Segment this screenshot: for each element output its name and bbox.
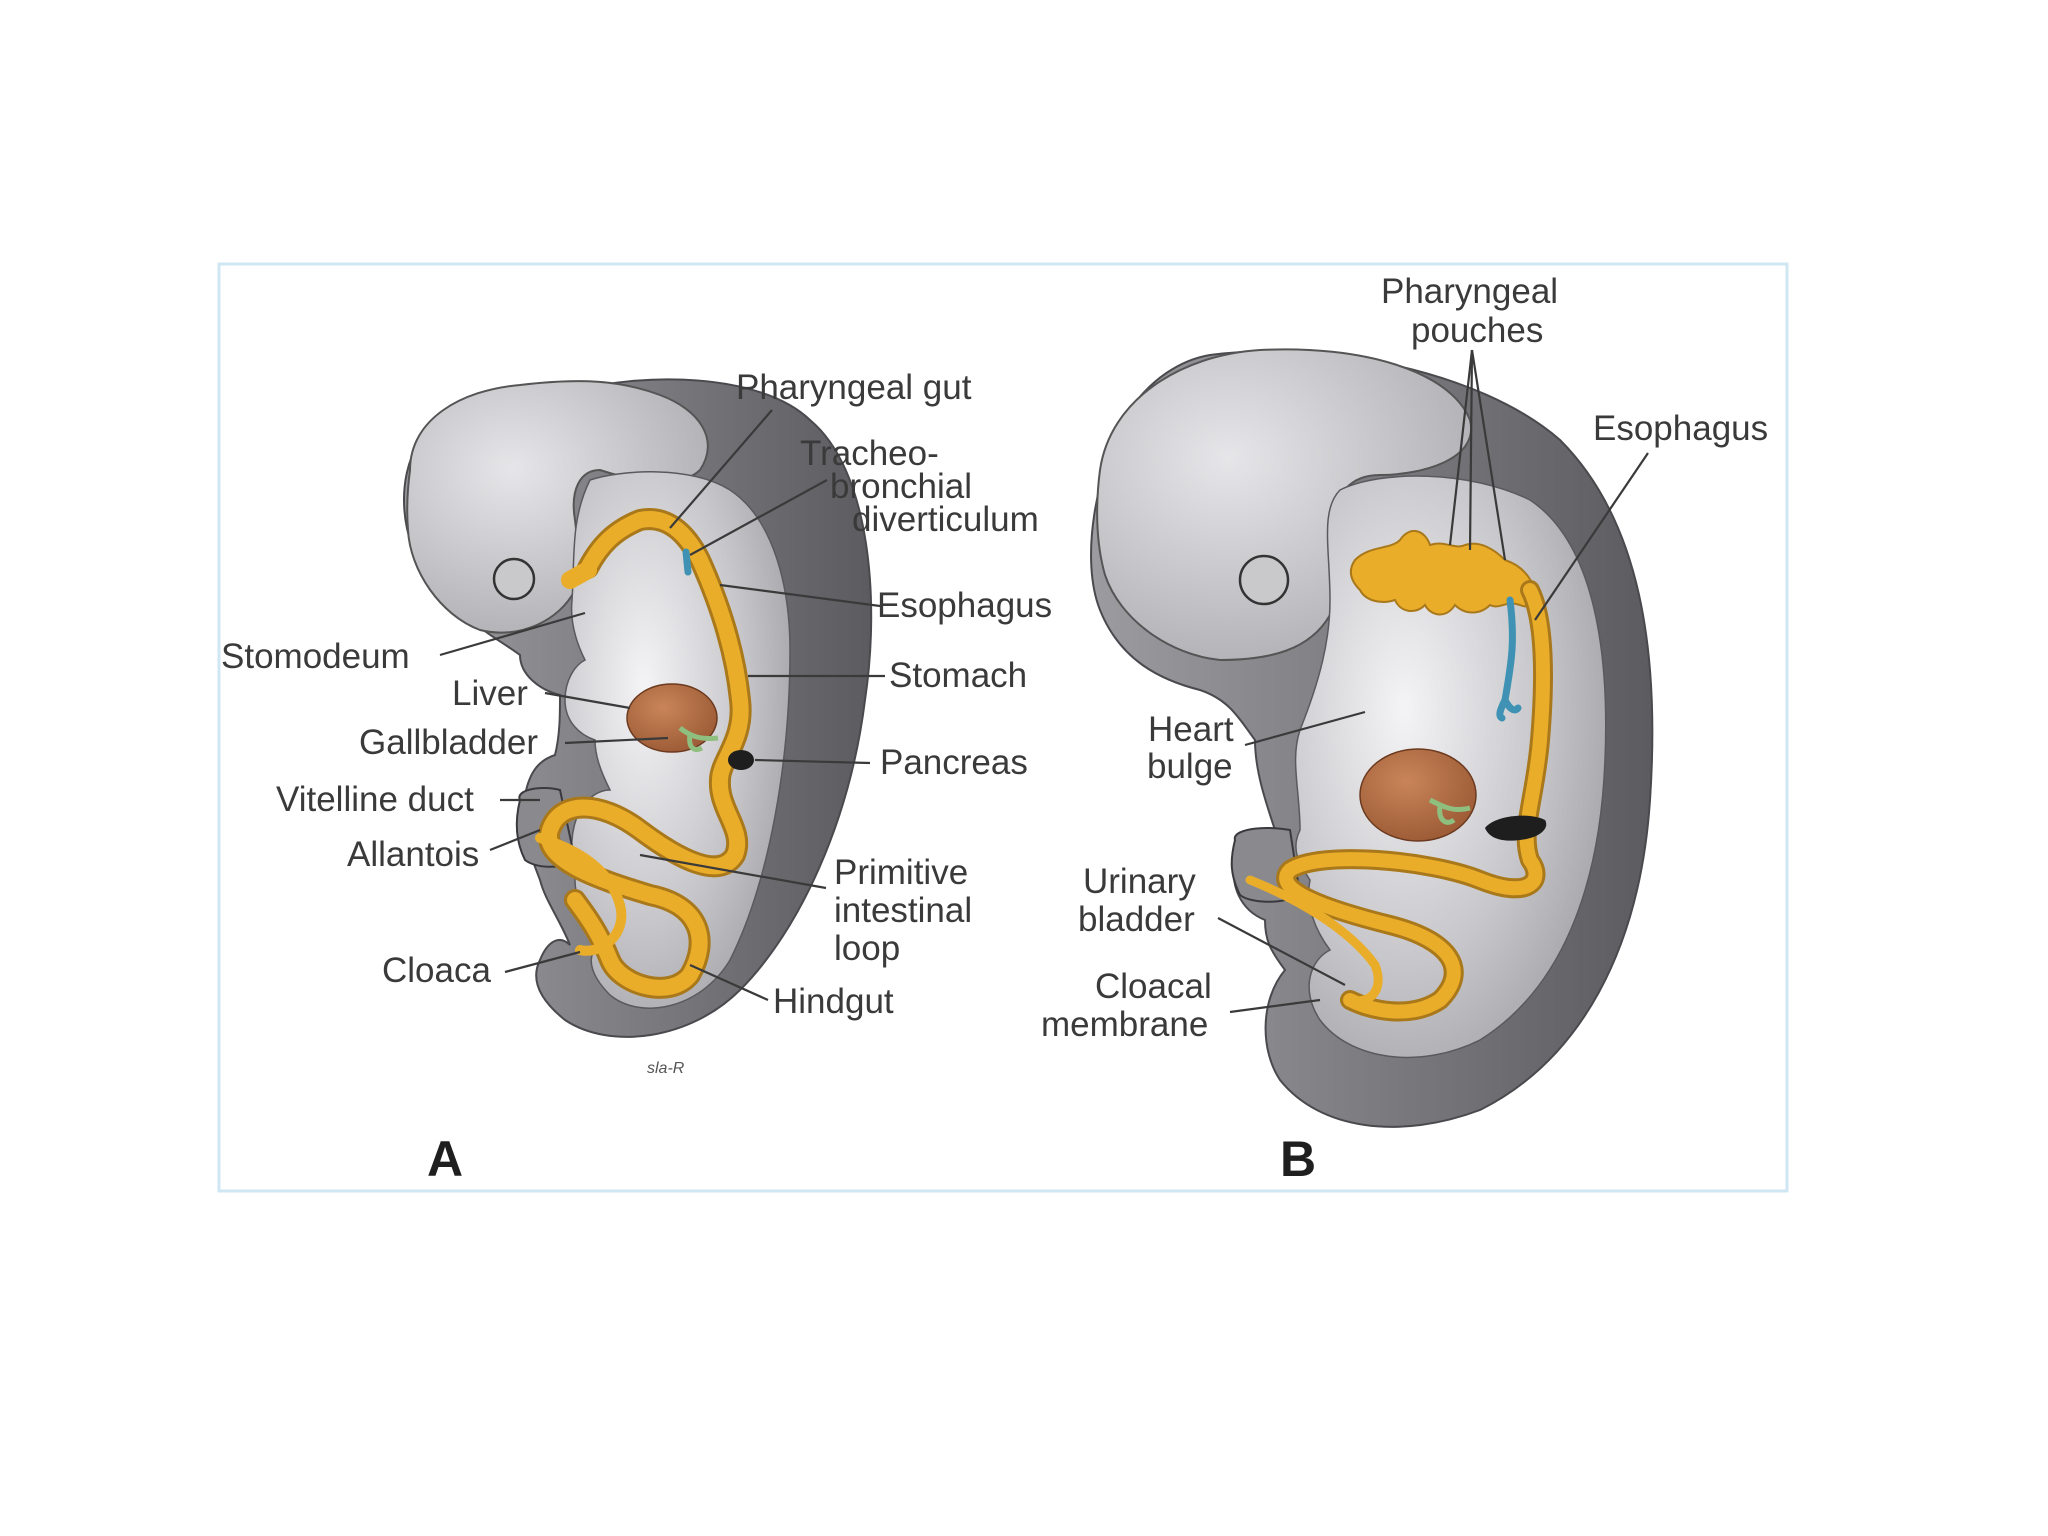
label-heart-line1: Heart <box>1148 710 1234 749</box>
panel-a-stomodeum <box>561 561 597 589</box>
panel-a-letter: A <box>427 1131 463 1187</box>
panel-a-leaders <box>439 409 885 1002</box>
label-pharyngeal-pouches-line1: Pharyngeal <box>1381 272 1558 311</box>
label-esophagus-a: Esophagus <box>877 586 1052 625</box>
label-urinary-line1: Urinary <box>1083 862 1196 901</box>
label-cloacal-line1: Cloacal <box>1095 967 1212 1006</box>
label-liver: Liver <box>452 674 528 713</box>
panel-b-pancreas <box>1485 815 1547 841</box>
panel-a-allantois <box>535 833 627 956</box>
label-primitive-line1: Primitive <box>834 853 968 892</box>
panel-a-signature: sla-R <box>647 1060 685 1077</box>
label-pancreas: Pancreas <box>880 743 1028 782</box>
panel-b-leaders <box>1217 349 1649 1014</box>
panel-a <box>403 378 873 1038</box>
label-cloacal-line2: membrane <box>1041 1005 1208 1044</box>
label-tracheo-line1: Tracheo- <box>800 434 939 473</box>
label-allantois: Allantois <box>347 835 479 874</box>
panel-a-eye <box>492 557 536 601</box>
panel-b-gallbladder <box>1428 797 1471 825</box>
panel-a-gallbladder <box>678 726 719 752</box>
panel-b-liver <box>1359 748 1477 842</box>
label-stomodeum: Stomodeum <box>221 637 410 676</box>
panel-a-liver <box>626 683 718 753</box>
label-urinary-line2: bladder <box>1078 900 1195 939</box>
panel-a-diverticulum <box>682 548 692 576</box>
panel-b-trachea <box>1496 596 1522 722</box>
label-heart-line2: bulge <box>1147 747 1233 786</box>
panel-b-gut <box>1279 583 1550 1019</box>
label-vitelline-duct: Vitelline duct <box>276 780 474 819</box>
label-tracheo-line2: bronchial <box>830 467 972 506</box>
label-pharyngeal-pouches-line2: pouches <box>1411 311 1543 350</box>
panel-b-pharyngeal-pouches <box>1349 530 1538 616</box>
panel-b-eye <box>1238 554 1290 606</box>
label-gallbladder: Gallbladder <box>359 723 538 762</box>
label-hindgut: Hindgut <box>773 982 894 1021</box>
label-primitive-line3: loop <box>834 929 900 968</box>
panel-a-gut <box>541 511 749 996</box>
label-tracheo-line3: diverticulum <box>852 500 1039 539</box>
label-esophagus-b: Esophagus <box>1593 409 1768 448</box>
label-primitive-line2: intestinal <box>834 891 972 930</box>
label-pharyngeal-gut: Pharyngeal gut <box>736 368 972 407</box>
panel-b-allantois <box>1245 875 1383 1006</box>
panel-b-letter: B <box>1280 1131 1316 1187</box>
panel-a-head <box>406 380 709 634</box>
label-stomach: Stomach <box>889 656 1027 695</box>
panel-a-pancreas <box>728 750 754 770</box>
panel-b <box>1090 348 1654 1128</box>
label-cloaca: Cloaca <box>382 951 491 990</box>
